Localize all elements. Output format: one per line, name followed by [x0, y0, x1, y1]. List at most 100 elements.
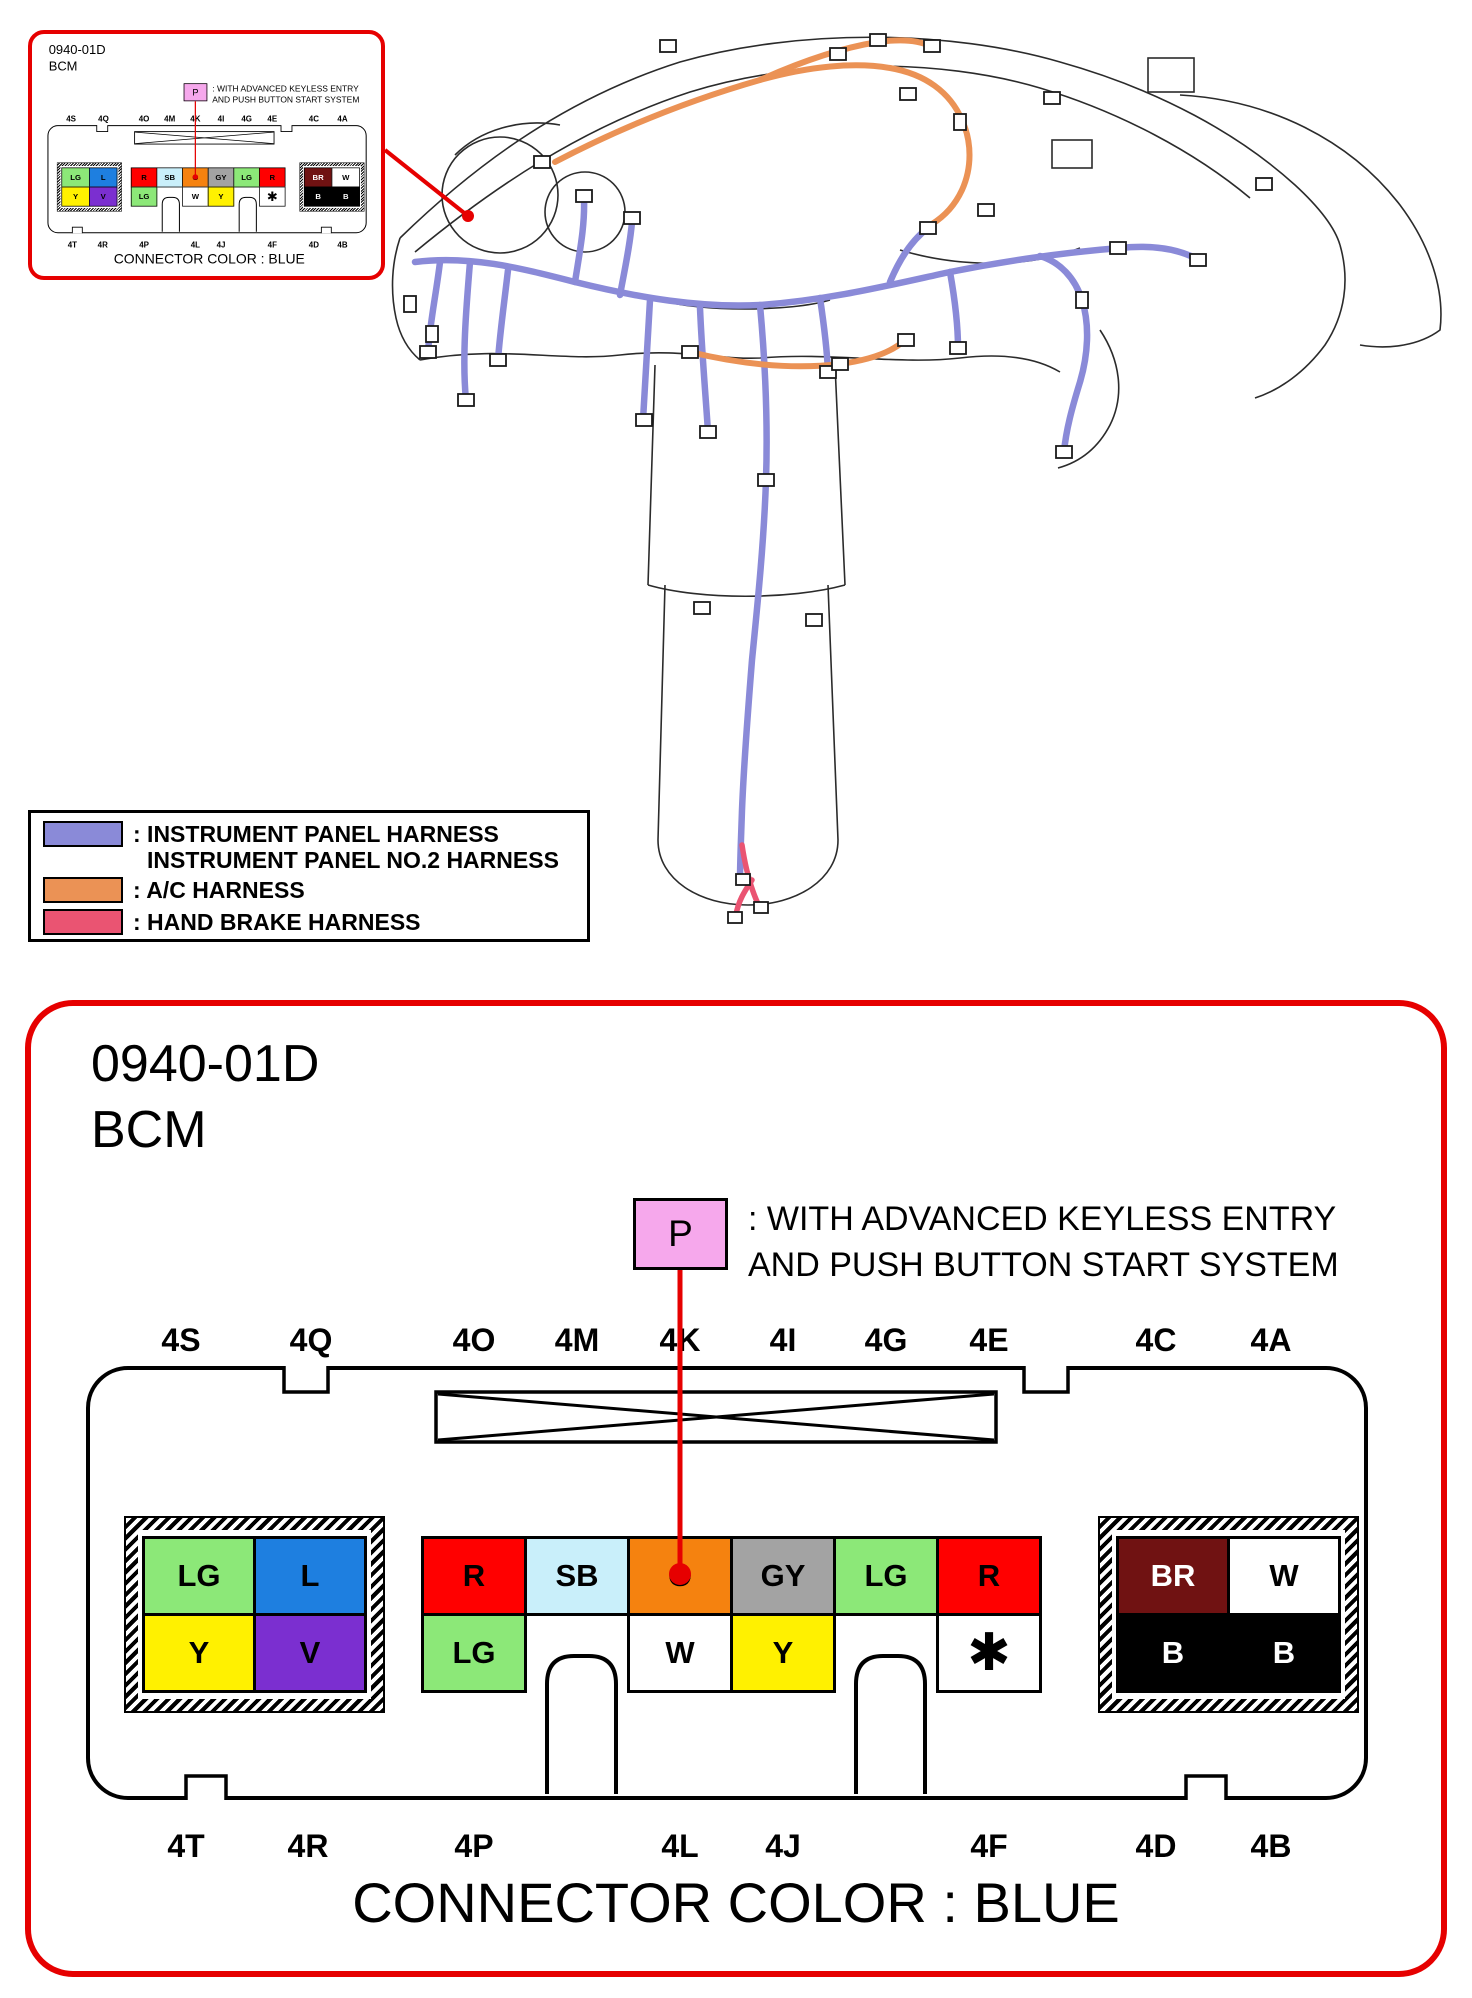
pin-cell-r: R	[130, 167, 158, 188]
keyless-note-line1: : WITH ADVANCED KEYLESS ENTRY	[212, 83, 359, 94]
keyless-callout	[192, 101, 199, 180]
pin-group-label-4F: 4F	[267, 240, 277, 250]
keyless-pin-box: P	[183, 83, 208, 102]
connector-shell	[86, 1362, 1368, 1800]
legend-label-hand-brake: : HAND BRAKE HARNESS	[133, 909, 421, 935]
hand-brake-swatch	[43, 909, 123, 935]
pin-cell-w: W	[331, 167, 360, 188]
pin-group-label-4L: 4L	[190, 240, 201, 250]
pin-group-label-4T: 4T	[167, 1828, 205, 1864]
pin-cell-y: Y	[730, 1613, 836, 1693]
keyless-note-line2: AND PUSH BUTTON START SYSTEM	[212, 95, 360, 105]
harness-legend: : INSTRUMENT PANEL HARNESS INSTRUMENT PA…	[28, 810, 590, 942]
legend-label-instrument-line2: INSTRUMENT PANEL NO.2 HARNESS	[147, 847, 559, 873]
connector-shell	[47, 124, 367, 234]
legend-label-instrument: : INSTRUMENT PANEL HARNESS	[133, 821, 499, 847]
instrument-panel-swatch	[43, 821, 123, 847]
pin-group-label-4D: 4D	[308, 240, 319, 250]
connector-id: 0940-01D	[91, 1035, 320, 1093]
pin-group-label-4M: 4M	[554, 1322, 600, 1358]
connector-name: BCM	[91, 1101, 207, 1159]
pin-cell-l: L	[89, 167, 118, 188]
pin-cell-lg: LG	[130, 186, 158, 207]
pin-cell-b: B	[1116, 1613, 1230, 1693]
connector-id: 0940-01D	[48, 42, 106, 58]
pin-group-label-4I: 4I	[217, 114, 225, 124]
connector-color-note: CONNECTOR COLOR : BLUE	[352, 1871, 1120, 1934]
pin-cell-b: B	[1227, 1613, 1341, 1693]
pin-cell-o: O	[627, 1536, 733, 1616]
pin-cell-v: V	[253, 1613, 367, 1693]
pin-cell-w: W	[182, 186, 209, 207]
pin-group-label-4P: 4P	[139, 240, 149, 250]
pin-cell-lg: LG	[142, 1536, 256, 1616]
pin-group-label-4Q: 4Q	[98, 114, 109, 124]
pin-cell-lg: LG	[61, 167, 90, 188]
pin-group-label-4R: 4R	[97, 240, 108, 250]
pin-group-label-4S: 4S	[161, 1322, 201, 1358]
pin-cell-lg: LG	[421, 1613, 527, 1693]
pin-group-label-4O: 4O	[138, 114, 150, 124]
pin-group-label-4K: 4K	[659, 1322, 701, 1358]
pin-cell-l: L	[253, 1536, 367, 1616]
pin-group-label-4K: 4K	[190, 114, 201, 124]
legend-item-ac: : A/C HARNESS	[43, 877, 305, 903]
pin-cell-v: V	[89, 186, 118, 207]
pin-group-label-4F: 4F	[970, 1828, 1008, 1864]
pin-cell-star: ✱	[259, 186, 286, 207]
pin-cell-b: B	[331, 186, 360, 207]
pin-group-label-4E: 4E	[267, 114, 278, 124]
pin-group-label-4J: 4J	[765, 1828, 801, 1864]
pin-cell-r: R	[421, 1536, 527, 1616]
pin-cell-o: O	[182, 167, 209, 188]
pin-cell-sb: SB	[524, 1536, 630, 1616]
pin-group-label-4M: 4M	[164, 114, 176, 124]
pin-cell-b: B	[303, 186, 333, 207]
pin-group-label-4C: 4C	[308, 114, 319, 124]
keyless-note-line2: AND PUSH BUTTON START SYSTEM	[748, 1246, 1339, 1284]
keyless-pin-box: P	[633, 1198, 728, 1270]
pin-cell-w: W	[1227, 1536, 1341, 1616]
pin-group-label-4I: 4I	[769, 1322, 797, 1358]
pin-cell-lg: LG	[833, 1536, 939, 1616]
pin-group-label-4Q: 4Q	[289, 1322, 333, 1358]
callout-line	[383, 148, 474, 222]
pin-group-label-4E: 4E	[969, 1322, 1009, 1358]
pin-cell-sb: SB	[156, 167, 183, 188]
legend-item-hand-brake: : HAND BRAKE HARNESS	[43, 909, 421, 935]
pin-cell-r: R	[259, 167, 286, 188]
keyless-callout	[669, 1270, 691, 1585]
pin-cell-y: Y	[61, 186, 90, 207]
pin-group-label-4B: 4B	[337, 240, 348, 250]
pin-cell-r: R	[936, 1536, 1042, 1616]
pin-cell-gy: GY	[207, 167, 235, 188]
pin-group-label-4R: 4R	[287, 1828, 329, 1864]
pin-group-label-4G: 4G	[241, 114, 252, 124]
keyless-note-line1: : WITH ADVANCED KEYLESS ENTRY	[748, 1200, 1337, 1238]
pin-cell-y: Y	[207, 186, 235, 207]
pin-group-label-4G: 4G	[864, 1322, 908, 1358]
pin-group-label-4T: 4T	[67, 240, 77, 250]
pin-cell-br: BR	[303, 167, 333, 188]
pin-cell-lg: LG	[233, 167, 260, 188]
pin-group-label-4C: 4C	[1135, 1322, 1177, 1358]
pin-group-label-4B: 4B	[1250, 1828, 1292, 1864]
pin-cell-gy: GY	[730, 1536, 836, 1616]
pin-group-label-4J: 4J	[216, 240, 226, 250]
legend-label-ac: : A/C HARNESS	[133, 877, 305, 903]
pin-group-label-4A: 4A	[337, 114, 348, 124]
pin-group-label-4P: 4P	[454, 1828, 494, 1864]
pin-cell-w: W	[627, 1613, 733, 1693]
ac-harness-swatch	[43, 877, 123, 903]
pin-cell-br: BR	[1116, 1536, 1230, 1616]
connector-name: BCM	[48, 59, 78, 74]
pin-group-label-4A: 4A	[1250, 1322, 1292, 1358]
legend-item-instrument-panel: : INSTRUMENT PANEL HARNESS INSTRUMENT PA…	[43, 821, 559, 873]
pin-group-label-4L: 4L	[661, 1828, 699, 1864]
harness-connectors	[403, 33, 1273, 924]
dashboard-harness-illustration	[383, 33, 1442, 924]
